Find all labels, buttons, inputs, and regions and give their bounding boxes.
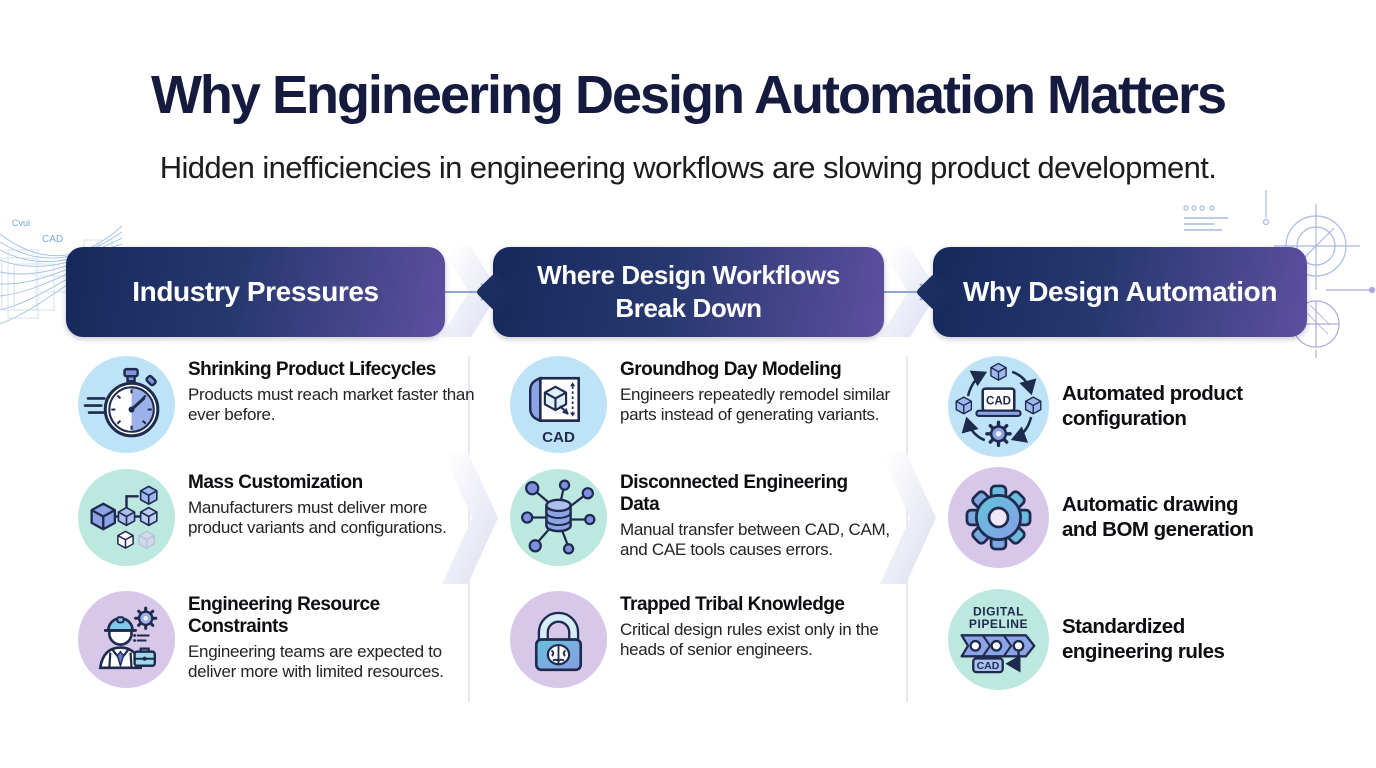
benefit-item: DIGITAL PIPELINE CAD Standardized engine… — [948, 589, 1272, 690]
cad-flow-icon: CAD — [948, 356, 1049, 457]
decor-text: Cvui — [12, 218, 30, 228]
stage-banner-label: Why Design Automation — [962, 276, 1278, 307]
icon-label-cad: CAD — [542, 429, 575, 446]
benefit-title: Standardized engineering rules — [1062, 615, 1225, 663]
feature-item: Mass Customization Manufacturers must de… — [78, 469, 478, 566]
data-network-icon — [510, 469, 607, 566]
problem-item: CAD Groundhog Day Modeling Engineers rep… — [510, 356, 910, 453]
cubes-network-icon — [78, 469, 175, 566]
problem-title: Groundhog Day Modeling — [620, 359, 842, 380]
icon-label-digital: DIGITAL — [973, 604, 1024, 618]
feature-title: Engineering Resource Constraints — [188, 594, 380, 638]
benefit-title: Automated product configuration — [1062, 382, 1243, 430]
stage-banner-why-design-automation: Why Design Automation — [915, 247, 1307, 337]
banner-label-line: Break Down — [615, 293, 762, 323]
banner-label-line: Where Design Workflows — [537, 259, 840, 290]
problem-item: Trapped Tribal Knowledge Critical design… — [510, 591, 910, 688]
problem-description: Engineers repeatedly remodel similar par… — [620, 385, 890, 424]
pipeline-icon: DIGITAL PIPELINE CAD — [948, 589, 1049, 690]
benefit-item: Automatic drawing and BOM generation — [948, 467, 1272, 568]
benefit-title: Automatic drawing and BOM generation — [1062, 493, 1254, 541]
feature-title: Shrinking Product Lifecycles — [188, 359, 436, 380]
problem-description: Critical design rules exist only in the … — [620, 620, 879, 659]
feature-description: Manufacturers must deliver more product … — [188, 498, 447, 537]
stage-banner-label: Where Design Workflows Break Down — [537, 259, 840, 326]
feature-item: Engineering Resource Constraints Enginee… — [78, 591, 478, 688]
feature-title: Mass Customization — [188, 472, 363, 493]
engineer-icon — [78, 591, 175, 688]
feature-item: Shrinking Product Lifecycles Products mu… — [78, 356, 478, 453]
stage-banner-label: Industry Pressures — [132, 276, 379, 307]
icon-label-cad: CAD — [986, 395, 1011, 407]
stage-banner-workflows-break-down: Where Design Workflows Break Down — [475, 247, 884, 337]
problem-item: Disconnected Engineering Data Manual tra… — [510, 469, 910, 566]
stage-banner-industry-pressures: Industry Pressures — [66, 247, 445, 337]
page-subtitle: Hidden inefficiencies in engineering wor… — [159, 150, 1217, 185]
benefit-item: CAD Automated product configuration — [948, 356, 1272, 457]
problem-title: Disconnected Engineering Data — [620, 472, 848, 516]
problem-description: Manual transfer between CAD, CAM, and CA… — [620, 520, 890, 559]
cad-blueprint-icon: CAD — [510, 356, 607, 453]
feature-description: Engineering teams are expected to delive… — [188, 642, 444, 681]
feature-description: Products must reach market faster than e… — [188, 385, 475, 424]
page-title: Why Engineering Design Automation Matter… — [150, 65, 1227, 125]
icon-label-pipeline: PIPELINE — [969, 617, 1028, 631]
problem-title: Trapped Tribal Knowledge — [620, 594, 845, 615]
icon-label-cad: CAD — [977, 660, 1000, 672]
stopwatch-icon — [78, 356, 175, 453]
gear-icon — [948, 467, 1049, 568]
padlock-brain-icon — [510, 591, 607, 688]
decor-text: CAD — [42, 234, 63, 245]
